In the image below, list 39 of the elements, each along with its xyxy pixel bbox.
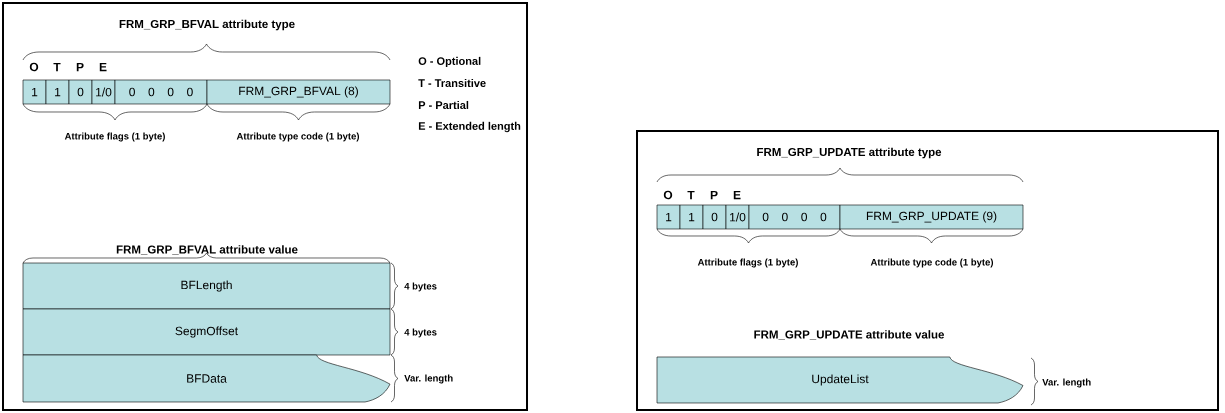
section-title: FRM_GRP_BFVAL attribute type bbox=[119, 19, 295, 31]
flag-letter: T bbox=[53, 62, 61, 72]
bit-cell: 1 bbox=[22, 79, 47, 105]
size-label: 4 bytes bbox=[404, 328, 437, 338]
size-label: Var. length bbox=[1042, 378, 1091, 388]
bit-cell: 0 bbox=[702, 204, 727, 230]
size-label: Var. length bbox=[404, 374, 453, 384]
brace-label: Attribute type code (1 byte) bbox=[236, 132, 360, 142]
value-field: SegmOffset bbox=[22, 308, 391, 356]
size-label: 4 bytes bbox=[404, 282, 437, 292]
flag-letter: E bbox=[99, 62, 107, 72]
bit-cell: 1 bbox=[45, 79, 70, 105]
panel-frame bbox=[2, 2, 528, 411]
flag-letter: O bbox=[663, 190, 673, 200]
brace-label: Attribute flags (1 byte) bbox=[64, 132, 165, 142]
flag-letter: E bbox=[733, 190, 741, 200]
flag-letter: T bbox=[687, 190, 695, 200]
flag-letter: P bbox=[710, 190, 718, 200]
flag-letter: P bbox=[76, 62, 84, 72]
brace-label: Attribute flags (1 byte) bbox=[697, 258, 798, 268]
flag-letter: O bbox=[29, 62, 39, 72]
bit-cell: 1 bbox=[679, 204, 704, 230]
type-code-cell: FRM_GRP_UPDATE (9) bbox=[839, 204, 1024, 230]
bit-cell: 1 bbox=[656, 204, 681, 230]
value-field: BFLength bbox=[22, 262, 391, 310]
variable-length-field: BFData bbox=[22, 354, 391, 403]
section-title: FRM_GRP_UPDATE attribute value bbox=[754, 330, 945, 340]
key-text: P - Partial bbox=[418, 100, 469, 110]
section-title: FRM_GRP_UPDATE attribute type bbox=[757, 147, 942, 159]
type-code-cell: FRM_GRP_BFVAL (8) bbox=[206, 79, 391, 105]
key-text: T - Transitive bbox=[418, 78, 486, 88]
brace-label: Attribute type code (1 byte) bbox=[870, 258, 994, 268]
panel-frame bbox=[636, 130, 1219, 411]
variable-length-field: UpdateList bbox=[656, 356, 1024, 404]
key-text: E - Extended length bbox=[418, 121, 521, 133]
bit-cell: 1/0 bbox=[725, 204, 750, 230]
bit-cell: 0 bbox=[68, 79, 93, 105]
key-text: O - Optional bbox=[418, 56, 481, 68]
bit-cell: 1/0 bbox=[91, 79, 116, 105]
